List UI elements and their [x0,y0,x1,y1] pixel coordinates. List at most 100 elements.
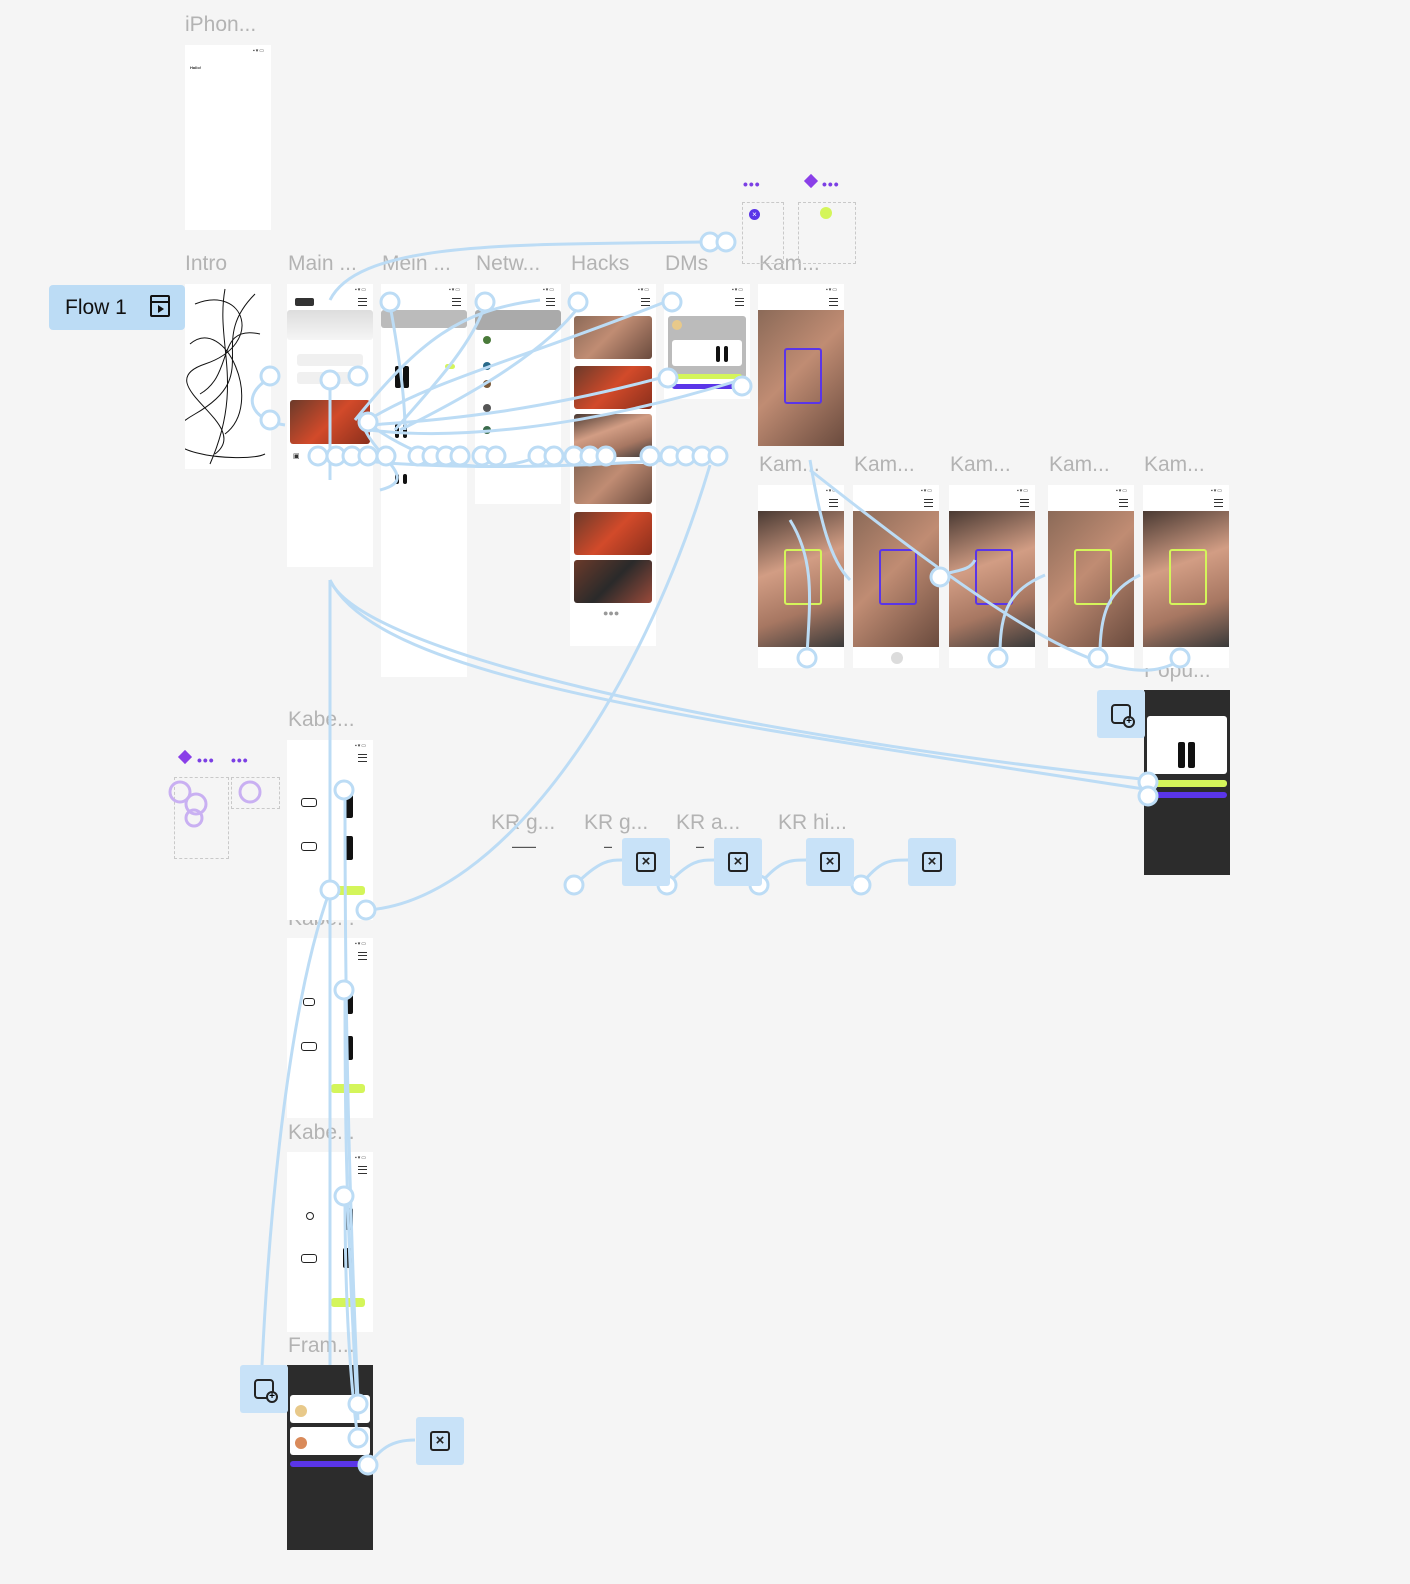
status-bar-icon: ▪▾▭ [1115,488,1128,494]
more-dots-icon[interactable]: ••• [743,176,761,192]
netw-frame[interactable]: ▪▾▭ [475,284,561,504]
purple-button[interactable] [1147,792,1227,798]
frame-label-kam-2[interactable]: Kam... [854,453,915,476]
hamburger-icon[interactable] [735,298,744,306]
more-dots-icon[interactable]: ●●● [603,608,620,618]
status-bar-icon: ▪▾▭ [354,743,367,749]
hack-thumbnail[interactable] [574,512,652,555]
kr-frame-content[interactable]: ▬▬ [604,844,612,849]
add-overlay-node[interactable]: + [240,1365,288,1413]
kabe-frame-2[interactable]: ▪▾▭ [287,938,373,1118]
hamburger-icon[interactable] [358,1166,367,1174]
kam-frame-1[interactable]: ▪▾▭ [758,485,844,668]
kam-frame-2[interactable]: ▪▾▭ [853,485,939,668]
close-overlay-node[interactable]: × [714,838,762,886]
fram-frame[interactable] [287,1365,373,1550]
kabe-frame-1[interactable]: ▪▾▭ [287,740,373,920]
purple-button[interactable] [290,1461,370,1467]
hack-thumbnail[interactable] [574,560,652,603]
purple-button[interactable] [672,384,742,389]
flow-starting-point[interactable]: Flow 1 [49,285,185,330]
frame-label-kabe-3[interactable]: Kabe... [288,1121,355,1144]
cable-image [395,366,401,388]
hamburger-icon[interactable] [546,298,555,306]
hamburger-icon[interactable] [358,298,367,306]
hamburger-icon[interactable] [358,754,367,762]
feature-image [290,400,370,444]
close-overlay-node[interactable]: × [908,838,956,886]
component-frame-close[interactable]: × [742,202,784,264]
status-bar-icon: ▪▾▭ [637,287,650,293]
frame-label-fram[interactable]: Fram... [288,1334,355,1357]
component-frame-badge[interactable] [798,202,856,264]
frame-label-kam-5[interactable]: Kam... [1144,453,1205,476]
avatar [483,404,491,412]
hamburger-icon[interactable] [924,499,933,507]
bottom-nav-icon[interactable]: ▣ [293,453,300,460]
close-overlay-node[interactable]: × [806,838,854,886]
hamburger-icon[interactable] [452,298,461,306]
frame-label-kr-4[interactable]: KR hi... [778,811,847,834]
frame-label-kam-4[interactable]: Kam... [1049,453,1110,476]
frame-label-mein[interactable]: Mein ... [382,252,451,275]
frame-label-kam-top[interactable]: Kam... [759,252,820,275]
hack-thumbnail[interactable] [574,414,652,457]
kr-frame-content[interactable]: ▬▬▬▬▬▬ [512,844,536,849]
kabe-frame-3[interactable]: ▪▾▭ [287,1152,373,1332]
green-button[interactable] [672,374,742,379]
hack-thumbnail[interactable] [574,464,652,504]
frame-label-kam-3[interactable]: Kam... [950,453,1011,476]
kam-frame-5[interactable]: ▪▾▭ [1143,485,1229,668]
more-dots-icon[interactable]: ••• [231,752,249,768]
component-frame-small[interactable] [231,777,280,809]
add-overlay-node[interactable]: + [1097,690,1145,738]
frame-label-kam-1[interactable]: Kam... [759,453,820,476]
green-button[interactable] [335,886,365,895]
hack-thumbnail[interactable] [574,316,652,359]
frame-label-kabe-1[interactable]: Kabe... [288,708,355,731]
flow-play-icon[interactable] [150,295,170,317]
status-bar-icon: ▪▾▭ [825,488,838,494]
frame-label-intro[interactable]: Intro [185,252,228,275]
status-bar-icon: ▪▾▭ [354,1155,367,1161]
hamburger-icon[interactable] [358,952,367,960]
list-card[interactable] [297,372,363,384]
green-button[interactable] [1147,780,1227,787]
green-button[interactable] [331,1298,365,1307]
dms-frame[interactable]: ▪▾▭ [664,284,750,399]
popup-frame[interactable] [1144,690,1230,875]
close-overlay-node[interactable]: × [622,838,670,886]
kam-top-frame[interactable]: ▪▾▭ [758,284,844,446]
profile-card [381,310,467,328]
iphone-frame[interactable]: ▪▾▭ Hallo! [185,45,271,230]
hamburger-icon[interactable] [829,298,838,306]
frame-label-kr-1[interactable]: KR g... [491,811,556,834]
main-frame[interactable]: ▪▾▭ ▣ [287,284,373,567]
frame-label-netw[interactable]: Netw... [476,252,541,275]
kam-frame-3[interactable]: ▪▾▭ [949,485,1035,668]
hamburger-icon[interactable] [829,499,838,507]
component-frame-list[interactable] [174,777,229,859]
hamburger-icon[interactable] [641,298,650,306]
frame-label-dms[interactable]: DMs [665,252,709,275]
frame-label-hacks[interactable]: Hacks [571,252,630,275]
frame-label-kr-3[interactable]: KR a... [676,811,741,834]
intro-frame[interactable] [185,284,271,469]
hack-thumbnail[interactable] [574,366,652,409]
close-overlay-node[interactable]: × [416,1417,464,1465]
frame-label-kr-2[interactable]: KR g... [584,811,649,834]
more-dots-icon[interactable]: ••• [197,752,215,768]
frame-label-main[interactable]: Main ... [288,252,357,275]
mein-frame[interactable]: ▪▾▭ [381,284,467,677]
more-dots-icon[interactable]: ••• [822,176,840,192]
green-button[interactable] [331,1084,365,1093]
frame-label-iphone[interactable]: iPhon... [185,13,257,36]
scan-card[interactable] [297,354,363,366]
hamburger-icon[interactable] [1214,499,1223,507]
kam-frame-4[interactable]: ▪▾▭ [1048,485,1134,668]
hamburger-icon[interactable] [1119,499,1128,507]
kr-frame-content[interactable]: ▬▬ [696,844,704,849]
hamburger-icon[interactable] [1020,499,1029,507]
hacks-frame[interactable]: ▪▾▭ ●●● [570,284,656,646]
